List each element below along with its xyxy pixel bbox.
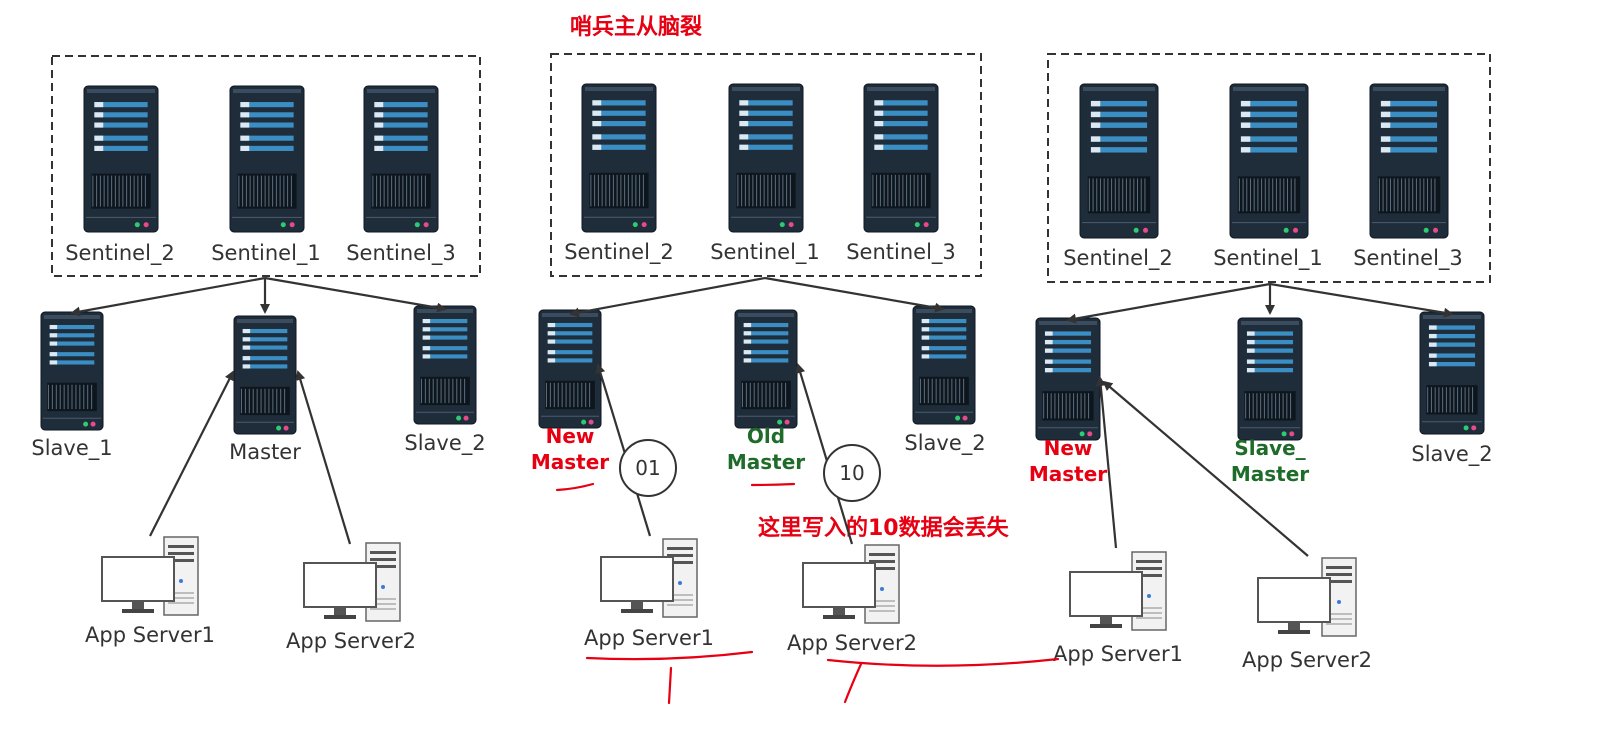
underline-annotation <box>585 650 754 661</box>
new-master-label: New <box>1044 436 1093 460</box>
app-server-computer-icon <box>101 536 199 616</box>
slave-master-label: Master <box>1231 462 1309 486</box>
app-server-label: App Server2 <box>286 629 416 653</box>
redis-node-server-icon <box>40 311 104 431</box>
sentinel-label: Sentinel_3 <box>346 241 456 266</box>
sentinel-to-node-arrow <box>764 276 945 313</box>
redis-node-server-icon <box>538 309 602 429</box>
sentinel-server-icon <box>1079 83 1159 239</box>
node-label: Slave_1 <box>31 436 112 461</box>
sentinel-server-icon <box>363 85 439 233</box>
node-label: Slave_2 <box>904 431 985 456</box>
sentinel-to-node-arrow <box>1269 282 1454 318</box>
write-count-badge: 01 <box>619 439 677 497</box>
redis-node-server-icon <box>734 309 798 429</box>
sentinel-to-node-arrow <box>264 276 447 313</box>
app-server-label: App Server2 <box>787 631 917 655</box>
app-server-label: App Server1 <box>1053 642 1183 666</box>
sentinel-to-node-arrow <box>1066 282 1271 324</box>
redis-node-server-icon <box>912 305 976 425</box>
app-to-master-arrow <box>1095 376 1118 549</box>
sentinel-label: Sentinel_2 <box>564 240 674 265</box>
sentinel-server-icon <box>83 85 159 233</box>
svg-text:01: 01 <box>635 456 660 480</box>
app-to-master-arrow <box>1102 380 1309 557</box>
sentinel-server-icon <box>1229 83 1309 239</box>
sentinel-label: Sentinel_3 <box>846 240 956 265</box>
underline-annotation <box>750 482 796 487</box>
sentinel-group-box <box>550 53 982 277</box>
tick-annotation <box>667 666 673 705</box>
old-master-label: Old <box>747 424 785 448</box>
app-server-computer-icon <box>802 544 900 624</box>
app-server-label: App Server2 <box>1242 648 1372 672</box>
old-master-label: Master <box>727 450 805 474</box>
app-server-label: App Server1 <box>85 623 215 647</box>
sentinel-to-node-arrow <box>70 276 266 317</box>
redis-node-server-icon <box>1237 317 1303 441</box>
redis-node-server-icon <box>233 315 297 435</box>
sentinel-label: Sentinel_2 <box>1063 246 1173 271</box>
app-server-computer-icon <box>303 542 401 622</box>
app-server-computer-icon <box>1257 557 1357 637</box>
sentinel-label: Sentinel_1 <box>710 240 820 265</box>
app-to-master-arrow <box>295 370 352 545</box>
app-server-computer-icon <box>600 538 698 618</box>
app-to-master-arrow <box>149 370 234 537</box>
sentinel-group-box <box>51 55 481 277</box>
node-label: Slave_2 <box>404 431 485 456</box>
app-server-label: App Server1 <box>584 626 714 650</box>
new-master-label: New <box>546 424 595 448</box>
node-label: Slave_2 <box>1411 442 1492 467</box>
data-loss-warning: 这里写入的10数据会丢失 <box>758 515 1010 541</box>
sentinel-server-icon <box>863 83 939 233</box>
write-count-badge: 10 <box>823 444 881 502</box>
sentinel-label: Sentinel_1 <box>1213 246 1323 271</box>
sentinel-server-icon <box>1369 83 1449 239</box>
app-server-computer-icon <box>1069 551 1167 631</box>
tick-annotation <box>843 662 863 704</box>
redis-node-server-icon <box>1419 311 1485 435</box>
redis-node-server-icon <box>413 305 477 425</box>
new-master-label: Master <box>531 450 609 474</box>
svg-text:10: 10 <box>839 461 864 485</box>
redis-node-server-icon <box>1035 317 1101 441</box>
app-to-master-arrow <box>795 363 854 545</box>
sentinel-to-node-arrow <box>569 276 766 318</box>
app-to-master-arrow <box>595 363 652 537</box>
sentinel-server-icon <box>229 85 305 233</box>
sentinel-label: Sentinel_2 <box>65 241 175 266</box>
sentinel-server-icon <box>581 83 657 233</box>
underline-annotation <box>826 657 1060 667</box>
node-label: Master <box>229 440 301 464</box>
sentinel-label: Sentinel_3 <box>1353 246 1463 271</box>
diagram-title: 哨兵主从脑裂 <box>570 14 702 40</box>
new-master-label: Master <box>1029 462 1107 486</box>
sentinel-label: Sentinel_1 <box>211 241 321 266</box>
sentinel-server-icon <box>728 83 804 233</box>
underline-annotation <box>555 482 595 492</box>
sentinel-group-box <box>1047 53 1491 283</box>
slave-master-label: Slave_ <box>1234 436 1305 460</box>
